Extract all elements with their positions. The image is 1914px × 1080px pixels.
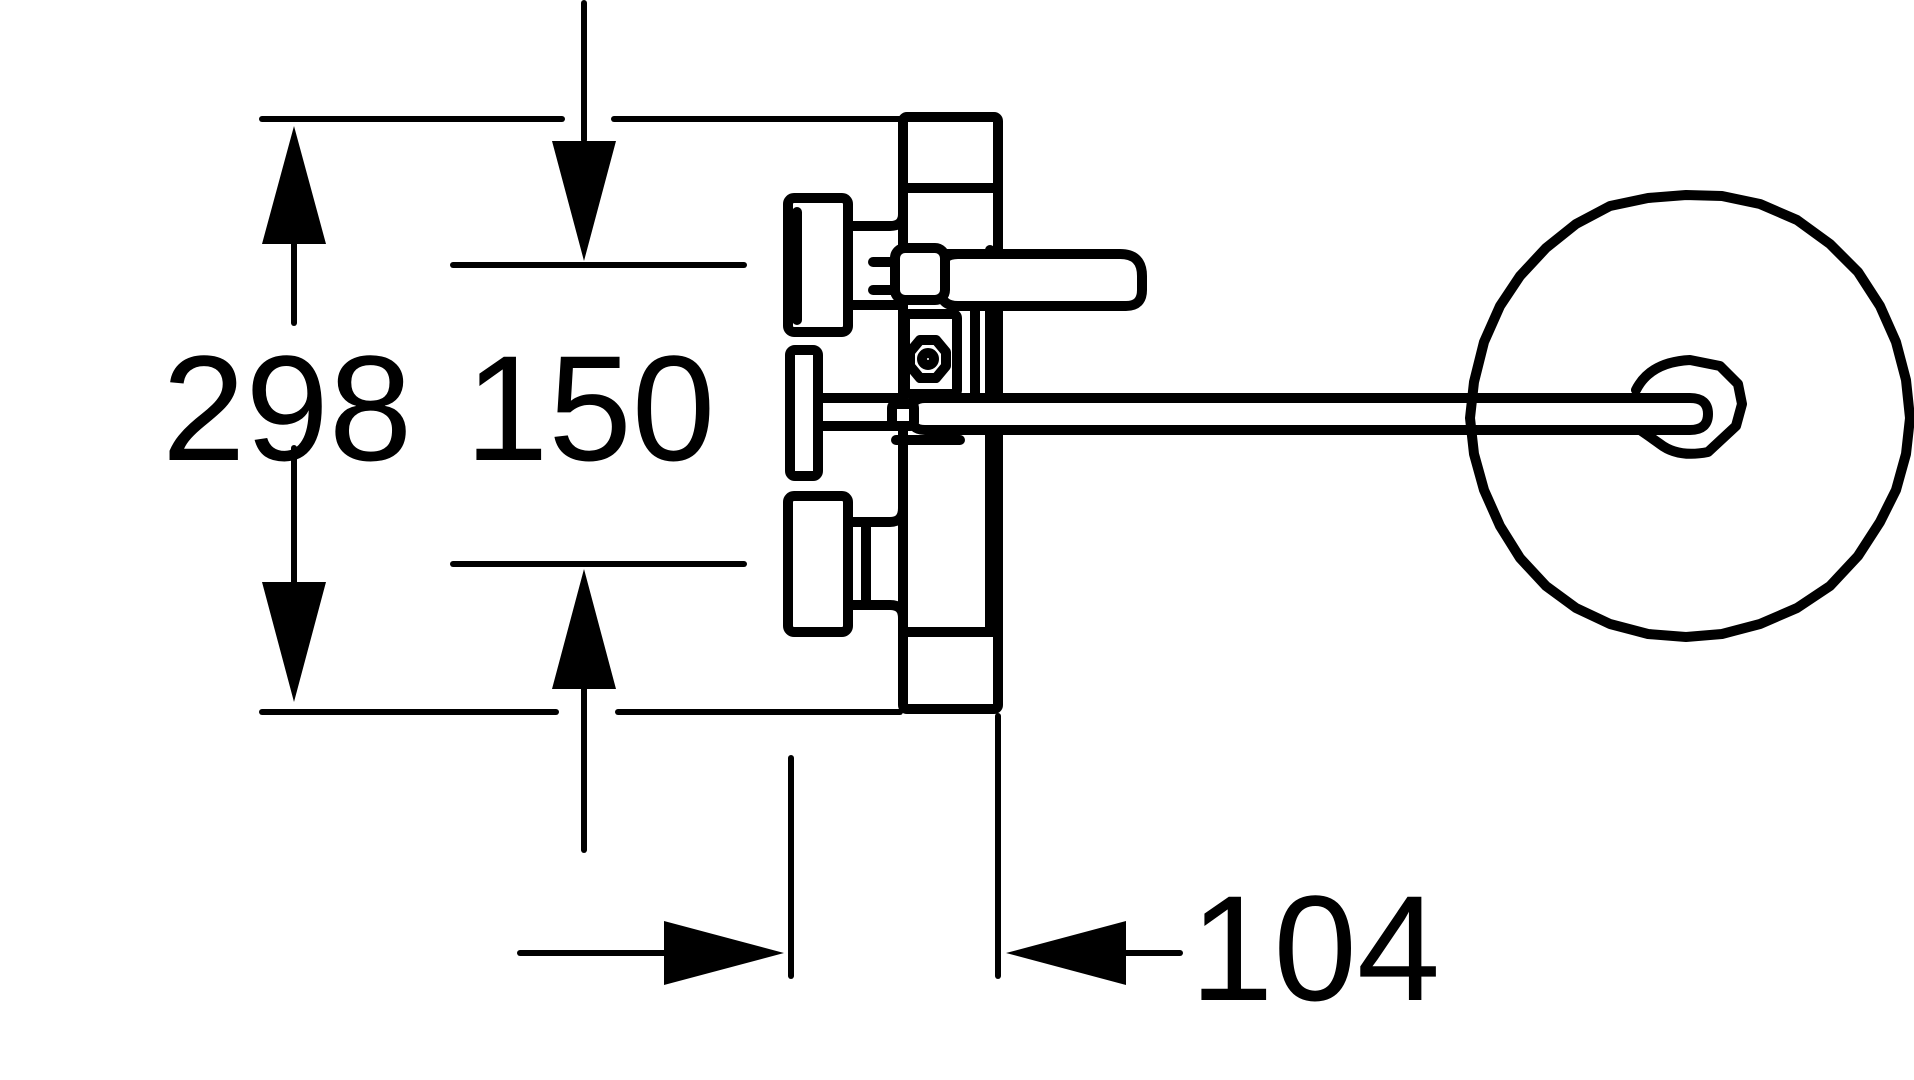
arrowhead-up-bottom — [552, 569, 616, 689]
aerator-icon — [1631, 355, 1747, 459]
shower-rose-outline — [1465, 190, 1914, 642]
arrowhead-up — [262, 126, 326, 244]
dimension-center-distance: 150 — [450, 0, 747, 853]
upper-wall-nut — [783, 193, 853, 337]
arrowhead-left — [1006, 921, 1126, 985]
lower-wall-nut — [783, 491, 853, 637]
spout — [905, 393, 1713, 435]
dimension-label-298: 298 — [162, 324, 412, 492]
arrowhead-right — [664, 921, 784, 985]
spout-hub — [887, 399, 919, 431]
dimension-label-104: 104 — [1190, 864, 1440, 1032]
temperature-lever[interactable] — [935, 249, 1147, 311]
middle-wall-nut — [785, 345, 823, 481]
dimension-wall-projection: 104 — [517, 713, 1440, 1032]
lever-hub-upper — [890, 243, 950, 305]
shower-rose — [1465, 190, 1914, 642]
dimension-overall-height: 298 — [162, 116, 903, 715]
valve-cap-center — [917, 348, 939, 370]
dimension-label-150: 150 — [465, 324, 715, 492]
arrowhead-down — [262, 582, 326, 702]
lower-eccentric-connector — [843, 421, 908, 637]
mixer-body — [783, 112, 1747, 714]
arrowhead-down-top — [552, 141, 616, 261]
